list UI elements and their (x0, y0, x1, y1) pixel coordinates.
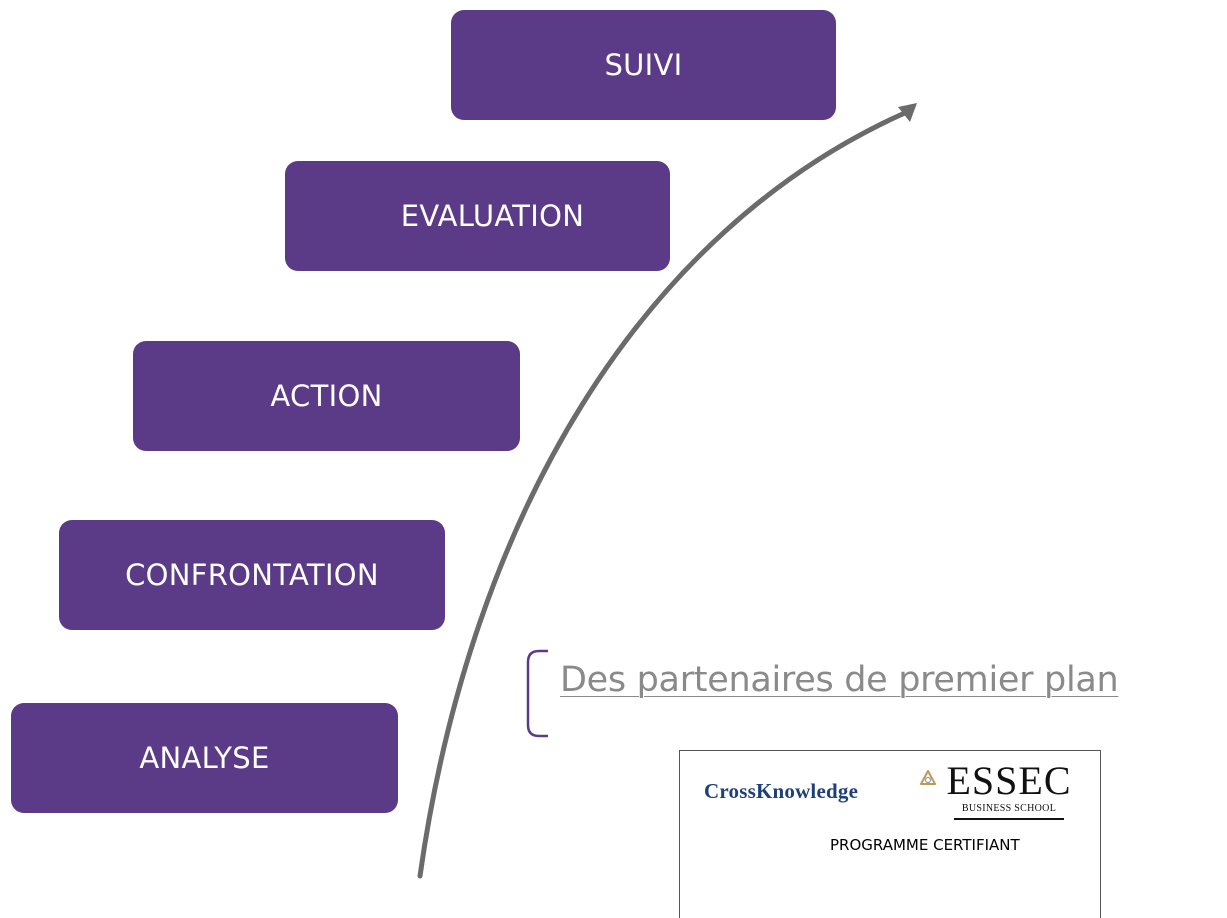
step-analyse-label: ANALYSE (139, 741, 270, 775)
programme-label: PROGRAMME CERTIFIANT (830, 836, 1020, 854)
essec-logo-name: ESSEC (946, 758, 1072, 803)
step-action: ACTION (133, 341, 520, 451)
progress-arrow-head (898, 103, 917, 122)
step-analyse: ANALYSE (11, 703, 398, 813)
partners-heading: Des partenaires de premier plan (560, 660, 1119, 700)
partner-logos-box: CrossKnowledge ESSEC BUSINESS SCHOOL PRO… (679, 750, 1101, 918)
step-suivi: SUIVI (451, 10, 836, 120)
step-confrontation-label: CONFRONTATION (125, 558, 379, 592)
section-bracket (526, 649, 548, 738)
step-suivi-label: SUIVI (604, 48, 683, 82)
step-confrontation: CONFRONTATION (59, 520, 445, 630)
step-action-label: ACTION (270, 379, 383, 413)
essec-logo-subtitle: BUSINESS SCHOOL (961, 803, 1057, 814)
step-evaluation-label: EVALUATION (400, 199, 585, 233)
essec-logo: ESSEC BUSINESS SCHOOL (939, 761, 1079, 820)
crossknowledge-logo: CrossKnowledge (704, 779, 859, 803)
essec-logo-rule (954, 818, 1064, 820)
step-evaluation: EVALUATION (285, 161, 670, 271)
crossknowledge-mark-icon (920, 770, 936, 785)
